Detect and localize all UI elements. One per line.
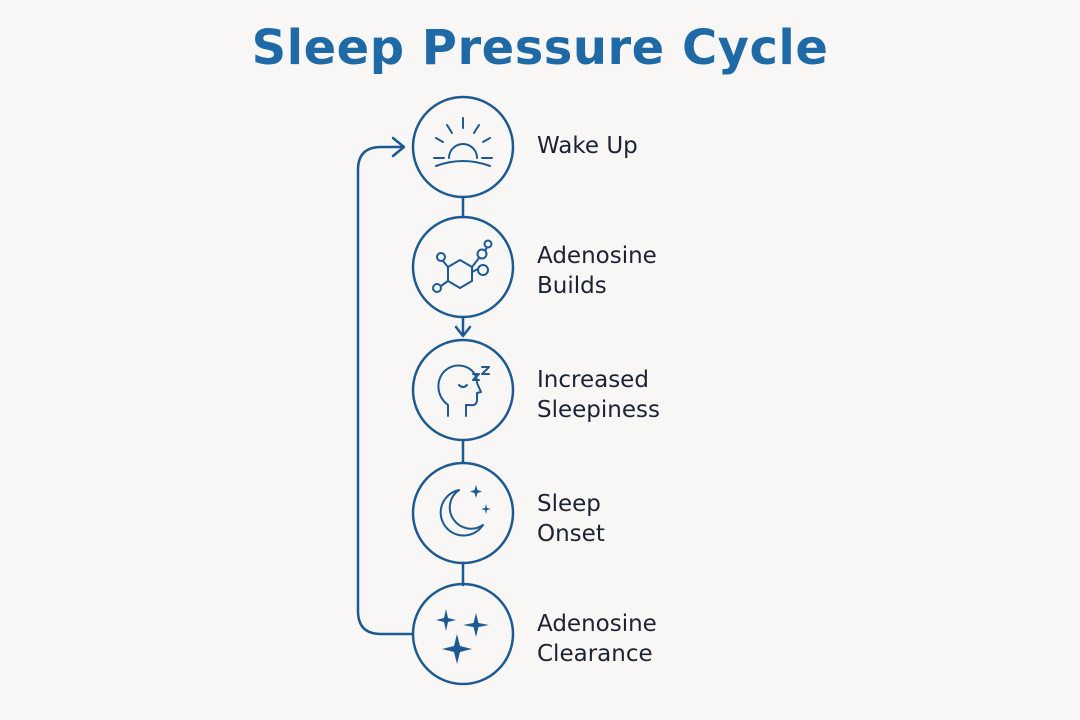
step-circle (411, 95, 515, 199)
sparkles-icon (436, 609, 489, 664)
page-title: Sleep Pressure Cycle (251, 20, 829, 76)
sleepy-head-icon (437, 364, 490, 417)
arrowhead (454, 325, 472, 338)
step-label-wake-up: Wake Up (537, 133, 638, 159)
loop-back-arrow (356, 145, 415, 636)
step-label-adenosine-clearance: Adenosine Clearance (537, 611, 657, 667)
moon-stars-icon (439, 485, 491, 537)
sunrise-icon (433, 117, 493, 167)
step-circle (411, 582, 515, 686)
step-circle (411, 461, 515, 565)
step-circle (411, 338, 515, 442)
molecule-icon (432, 239, 493, 293)
loop-arrowhead (391, 136, 406, 158)
step-label-sleep-onset: Sleep Onset (537, 491, 605, 547)
step-label-adenosine-builds: Adenosine Builds (537, 243, 657, 299)
step-circle (411, 215, 515, 319)
step-label-increased-sleepiness: Increased Sleepiness (537, 367, 660, 423)
